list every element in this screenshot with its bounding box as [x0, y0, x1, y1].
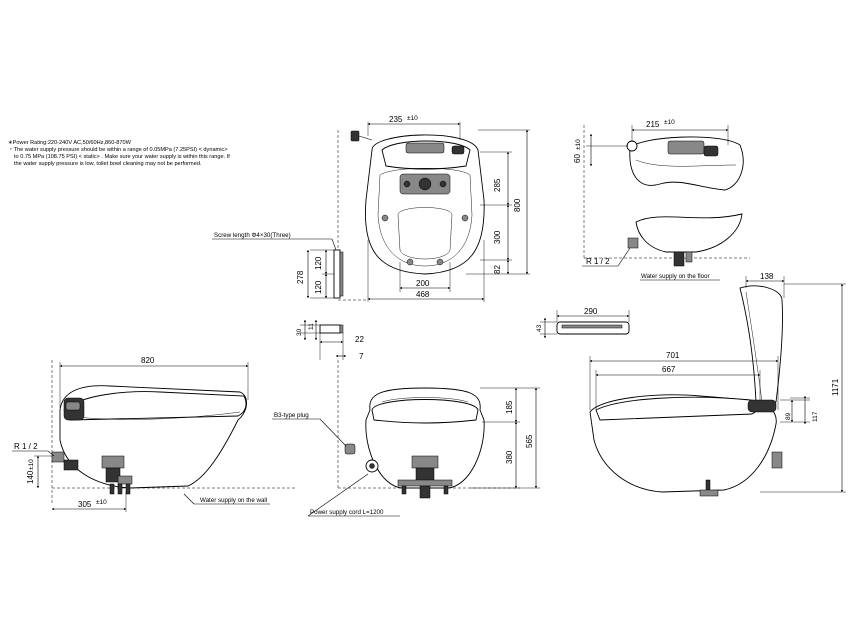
dim-278: 278 — [296, 270, 305, 284]
dim-120-lower: 120 — [314, 280, 323, 294]
dim-60-tolerance: ±10 — [575, 139, 582, 150]
dim-305-tolerance: ±10 — [96, 499, 107, 506]
dim-215: 215 — [646, 120, 660, 129]
dim-820: 820 — [141, 356, 155, 365]
dim-285: 285 — [493, 178, 502, 192]
left-side-view: 820 R 1 / 2 140 ±10 305 ±10 Water supply… — [12, 356, 295, 512]
remote-view: 290 43 — [536, 307, 630, 339]
dim-800: 800 — [513, 198, 522, 212]
dim-1171: 1171 — [831, 378, 840, 396]
dim-468: 468 — [416, 290, 430, 299]
dim-7: 7 — [359, 352, 364, 361]
dim-22: 22 — [355, 335, 364, 344]
dim-30: 30 — [296, 328, 303, 336]
dim-117: 117 — [812, 411, 819, 422]
right-side-view: 138 701 667 89 117 1171 — [589, 272, 846, 497]
bracket-view: Screw length Φ4×30(Three) 278 120 120 30… — [212, 232, 364, 361]
dim-215-tolerance: ±10 — [664, 119, 675, 126]
dim-290: 290 — [584, 307, 598, 316]
dim-140: 140 — [26, 470, 35, 484]
note-line-4: the water supply pressure is low, toilet… — [14, 161, 202, 167]
dim-11: 11 — [308, 323, 315, 330]
screw-label: Screw length Φ4×30(Three) — [214, 232, 291, 239]
dim-235-tolerance: ±10 — [407, 115, 418, 122]
dim-305: 305 — [78, 500, 92, 509]
dim-565: 565 — [525, 434, 534, 448]
dim-235: 235 — [389, 115, 403, 124]
dim-138: 138 — [760, 272, 774, 281]
dim-667: 667 — [662, 365, 676, 374]
front-view: B3-type plug Power supply cord L=1200 18… — [272, 360, 540, 517]
dim-60: 60 — [573, 154, 582, 163]
wall-r-label: R 1 / 2 — [14, 442, 38, 451]
dim-120-upper: 120 — [314, 256, 323, 270]
dim-300: 300 — [493, 230, 502, 244]
power-notes: ∗Power Rating:220-240V AC,50/60Hz,860-87… — [8, 140, 338, 168]
wall-supply-label: Water supply on the wall — [200, 497, 267, 504]
dim-140-tolerance: ±10 — [28, 459, 35, 470]
dim-185: 185 — [505, 400, 514, 414]
dim-82: 82 — [493, 265, 502, 274]
dim-701: 701 — [666, 351, 680, 360]
rear-view: 215 ±10 60 ±10 R 1 / 2 Water supply on t… — [573, 119, 750, 281]
note-line-1: ∗Power Rating:220-240V AC,50/60Hz,860-87… — [8, 140, 131, 146]
dim-380: 380 — [505, 450, 514, 464]
note-line-2: ・The water supply pressure should be wit… — [8, 147, 228, 153]
top-view: 235 ±10 285 300 82 800 200 468 — [337, 115, 530, 302]
dim-200: 200 — [416, 279, 430, 288]
dim-43: 43 — [536, 324, 543, 332]
cord-label: Power supply cord L=1200 — [310, 509, 384, 516]
dim-89: 89 — [785, 412, 792, 420]
note-line-3: to 0.75 MPa (108.75 PSI) < static> . Mak… — [14, 154, 230, 160]
plug-label: B3-type plug — [274, 412, 309, 419]
floor-supply-label: Water supply on the floor — [641, 273, 710, 280]
rear-r-label: R 1 / 2 — [586, 257, 610, 266]
